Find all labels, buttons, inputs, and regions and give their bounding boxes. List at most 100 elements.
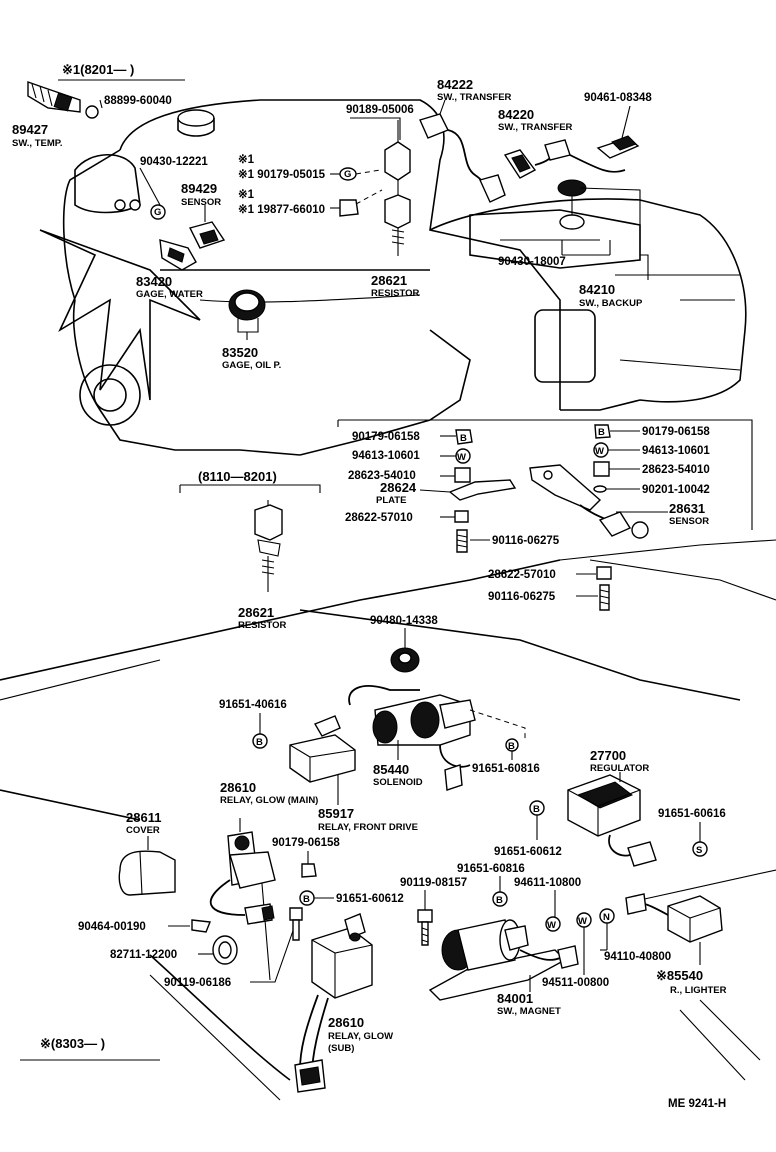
svg-text:B: B — [256, 737, 263, 748]
label-85540: ※85540 — [656, 968, 703, 983]
label-83520: 83520 — [222, 345, 258, 360]
label-89427: 89427 — [12, 122, 48, 137]
name-27700: REGULATOR — [590, 763, 649, 774]
label-90116-r: 90116-06275 — [488, 591, 556, 603]
label-90430-18007: 90430-18007 — [498, 256, 566, 268]
label-90201: 90201-10042 — [642, 484, 710, 496]
part-90189-05006: 90189-05006 — [346, 104, 414, 195]
part-90179-06158-left: 90179-06158 B — [352, 429, 473, 445]
part-90480-14338: 90480-14338 — [370, 615, 438, 673]
name-28610-main: RELAY, GLOW (MAIN) — [220, 795, 318, 806]
part-28621-resistor-mid: 28621 RESISTOR — [238, 500, 287, 631]
label-28622-l: 28622-57010 — [345, 512, 413, 524]
label-28611: 28611 — [126, 810, 161, 825]
part-89427-temp-switch: 89427 SW., TEMP. 88899-60040 — [12, 81, 172, 149]
name-28631: SENSOR — [669, 516, 709, 527]
label-90119-08157: 90119-08157 — [400, 877, 467, 889]
label-19877: ※1 19877-66010 — [238, 203, 325, 216]
svg-text:B: B — [496, 895, 503, 906]
name-28621-top: RESISTOR — [371, 288, 420, 299]
part-28611-cover: 28611 COVER — [118, 810, 176, 896]
part-85917-front-drive-relay: 85917 RELAY, FRONT DRIVE — [289, 715, 418, 833]
svg-text:B: B — [598, 427, 605, 438]
svg-text:W: W — [595, 446, 604, 457]
header-top: ※1(8201— ) — [58, 62, 185, 81]
label-28623-r: 28623-54010 — [642, 464, 710, 476]
label-85440: 85440 — [373, 762, 409, 777]
label-90461: 90461-08348 — [584, 92, 652, 104]
svg-text:W: W — [578, 916, 587, 927]
part-82711-12200: 82711-12200 — [110, 935, 238, 965]
name-84222: SW., TRANSFER — [437, 92, 512, 103]
part-85540-lighter-relay: ※85540 R., LIGHTER — [625, 893, 727, 996]
label-91651-60616: 91651-60616 — [658, 808, 726, 820]
svg-text:RELAY, GLOW: RELAY, GLOW — [328, 1031, 393, 1042]
label-90480: 90480-14338 — [370, 615, 438, 627]
label-88899: 88899-60040 — [104, 95, 172, 107]
label-28622-r: 28622-57010 — [488, 569, 556, 581]
part-83420-water-gage: 83420 GAGE, WATER — [136, 239, 203, 300]
part-89429-sensor: 89429 SENSOR — [181, 181, 226, 249]
svg-text:N: N — [603, 912, 610, 923]
label-91651-60816-a: 91651-60816 — [472, 763, 540, 775]
name-89427: SW., TEMP. — [12, 138, 63, 149]
svg-text:(8110—8201): (8110—8201) — [198, 469, 277, 484]
name-83520: GAGE, OIL P. — [222, 360, 281, 371]
name-84001: SW., MAGNET — [497, 1006, 561, 1017]
name-84210: SW., BACKUP — [579, 298, 643, 309]
name-85540: R., LIGHTER — [670, 985, 727, 996]
label-27700: 27700 — [590, 748, 626, 763]
part-90119-06186: 90119-06186 — [164, 907, 303, 989]
svg-text:W: W — [457, 452, 466, 463]
part-27700-regulator: 27700 REGULATOR — [567, 748, 657, 867]
part-91651-60612-b: B 91651-60612 — [299, 890, 404, 906]
part-28623-54010-right: 28623-54010 — [593, 461, 710, 477]
label-28610-sub: 28610 — [328, 1015, 364, 1030]
part-90179-06158-b: 90179-06158 — [272, 837, 340, 878]
label-83420: 83420 — [136, 274, 172, 289]
svg-text:B: B — [460, 433, 467, 444]
part-90179-06158-right: B 90179-06158 — [594, 424, 710, 439]
label-91651-60612-a: 91651-60612 — [494, 846, 562, 858]
svg-text:B: B — [303, 894, 310, 905]
label-28623-l: 28623-54010 — [348, 470, 416, 482]
label-90430-12221: 90430-12221 — [140, 156, 208, 168]
label-90464: 90464-00190 — [78, 921, 146, 933]
part-90116-06275-right: 90116-06275 — [488, 584, 610, 611]
label-85917: 85917 — [318, 806, 354, 821]
part-91651-60816-b: 91651-60816 B — [457, 863, 525, 907]
part-94611-10800: 94611-10800 W — [514, 877, 581, 932]
name-89429: SENSOR — [181, 197, 221, 208]
svg-text:S: S — [696, 845, 702, 856]
header-bottom: ※(8303— ) — [40, 1036, 105, 1051]
part-94511-00800: W 94511-00800 — [542, 912, 609, 989]
svg-text:※(8303— ): ※(8303— ) — [40, 1036, 105, 1051]
part-84222-transfer-switch: 84222 SW., TRANSFER — [419, 77, 512, 203]
name-28621-mid: RESISTOR — [238, 620, 287, 631]
part-94110-40800: N 94110-40800 — [599, 908, 671, 963]
part-28623-54010-left: 28623-54010 — [348, 467, 471, 483]
part-94613-10601-right: W 94613-10601 — [593, 442, 710, 458]
label-89429: 89429 — [181, 181, 217, 196]
label-91651-40616: 91651-40616 — [219, 699, 287, 711]
part-19877-66010: ※1 ※1 19877-66010 — [238, 188, 383, 217]
part-90119-08157: 90119-08157 — [400, 877, 467, 946]
name-28624: PLATE — [376, 495, 406, 506]
bracket-frame — [337, 419, 753, 530]
part-90430-18007: 90430-18007 — [498, 179, 611, 268]
body-panel-illustration — [0, 539, 776, 1101]
label-94611: 94611-10800 — [514, 877, 581, 889]
name-28611: COVER — [126, 825, 160, 836]
svg-text:※1: ※1 — [238, 153, 255, 166]
part-84001-magnet-switch: 84001 SW., MAGNET — [428, 919, 579, 1017]
part-90116-06275-left: 90116-06275 — [456, 529, 560, 553]
part-91651-60816-a: B 91651-60816 — [472, 738, 540, 775]
part-28610-glow-relay-sub: 28610 RELAY, GLOW (SUB) — [294, 913, 393, 1093]
part-90464-00190: 90464-00190 — [78, 919, 211, 933]
part-28631-sensor: 28631 SENSOR — [529, 464, 709, 539]
label-90189: 90189-05006 — [346, 104, 414, 116]
part-83520-oil-gage: 83520 GAGE, OIL P. — [222, 289, 281, 371]
label-84220: 84220 — [498, 107, 534, 122]
part-28624-plate: 28624 PLATE — [376, 479, 517, 506]
